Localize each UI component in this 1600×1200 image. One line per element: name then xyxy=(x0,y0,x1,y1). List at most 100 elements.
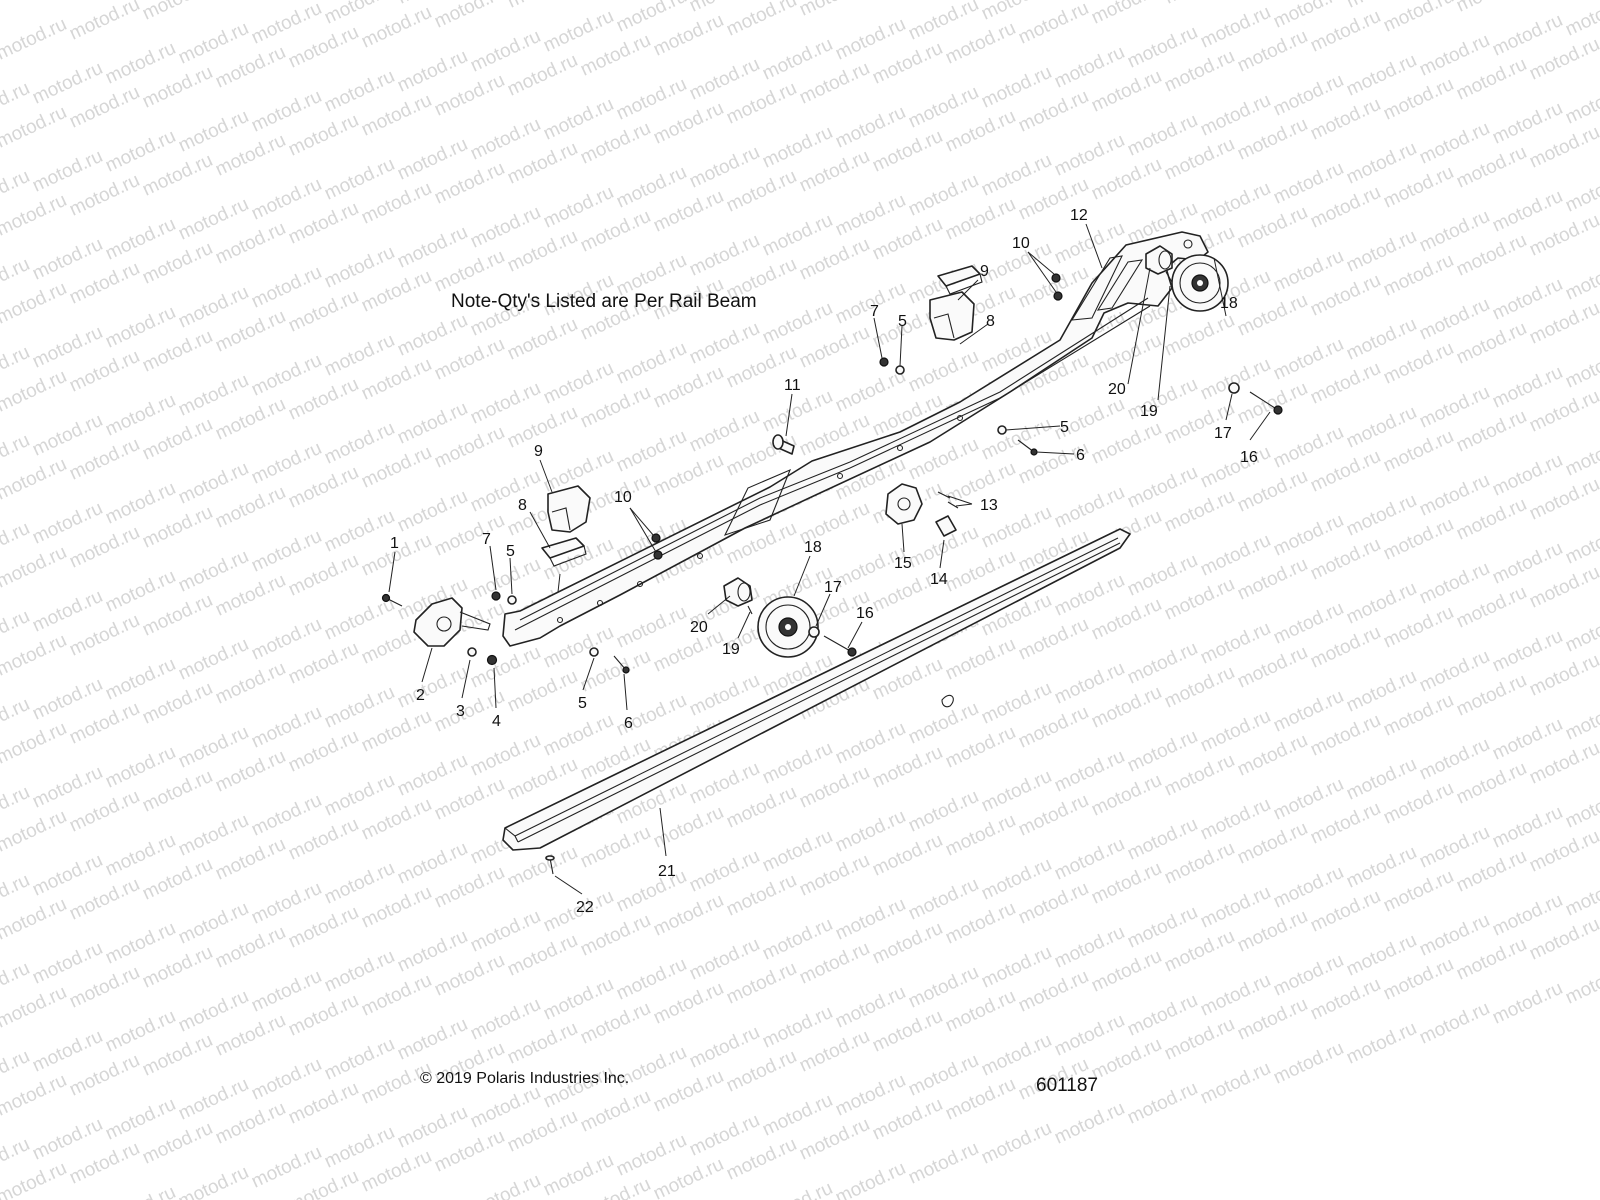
watermark-tile: motod.ru xyxy=(0,630,70,681)
callout-labels: 1 2 3 4 5 5 5 5 6 6 7 7 8 8 9 9 10 10 11… xyxy=(390,207,1258,916)
callout-11: 11 xyxy=(784,377,801,394)
watermark-tile: motod.ru xyxy=(1562,254,1600,305)
watermark-tile: motod.ru xyxy=(1270,1038,1347,1089)
watermark-tile: motod.ru xyxy=(1051,1098,1128,1149)
callout-1: 1 xyxy=(390,535,399,552)
watermark-tile: motod.ru xyxy=(0,894,70,945)
nut-4[interactable] xyxy=(486,654,498,666)
bolt-16a[interactable] xyxy=(823,635,857,657)
idler-wheel-rear[interactable] xyxy=(1171,254,1229,312)
slide-adapter-front[interactable] xyxy=(541,537,587,567)
callout-16b: 16 xyxy=(1240,449,1258,466)
watermark-tile: motod.ru xyxy=(139,0,216,25)
nut-7a[interactable] xyxy=(491,591,501,601)
washer-3[interactable] xyxy=(467,647,477,657)
watermark-tile: motod.ru xyxy=(504,0,581,13)
watermark-tile: motod.ru xyxy=(1343,1018,1420,1069)
nut-10b[interactable] xyxy=(1051,273,1063,301)
callout-20a: 20 xyxy=(690,619,708,636)
watermark-tile: motod.ru xyxy=(1124,1078,1201,1129)
callout-13: 13 xyxy=(980,497,998,514)
callout-8a: 8 xyxy=(518,497,527,514)
nut-7b[interactable] xyxy=(879,357,889,367)
callout-18b: 18 xyxy=(1220,295,1238,312)
watermark-tile: motod.ru xyxy=(0,718,70,769)
pin-13[interactable] xyxy=(937,491,959,509)
watermark-tile: motod.ru xyxy=(1562,870,1600,921)
watermark-tile: motod.ru xyxy=(0,1070,70,1121)
washer-5d[interactable] xyxy=(997,425,1007,435)
bolt-16b[interactable] xyxy=(1249,391,1283,415)
callout-17a: 17 xyxy=(824,579,842,596)
rivet-22[interactable] xyxy=(545,855,555,875)
callout-15: 15 xyxy=(894,555,912,572)
watermark-tile: motod.ru xyxy=(175,1162,252,1200)
watermark-tile: motod.ru xyxy=(796,0,873,21)
watermark-tile: motod.ru xyxy=(30,0,107,1)
callout-10b: 10 xyxy=(1012,235,1030,252)
watermark-tile: motod.ru xyxy=(1562,518,1600,569)
slide-rail[interactable] xyxy=(502,528,1131,851)
callout-16a: 16 xyxy=(856,605,874,622)
watermark-tile: motod.ru xyxy=(1562,694,1600,745)
washer-5a[interactable] xyxy=(507,595,517,605)
callout-12: 12 xyxy=(1070,207,1088,224)
callout-2: 2 xyxy=(416,687,425,704)
callout-5a: 5 xyxy=(506,543,515,560)
callout-18a: 18 xyxy=(804,539,822,556)
callout-7a: 7 xyxy=(482,531,491,548)
watermark-tile: motod.ru xyxy=(0,454,70,505)
idler-wheel-front[interactable] xyxy=(757,596,819,658)
watermark-tile: motod.ru xyxy=(0,982,70,1033)
bolt-6a[interactable] xyxy=(613,655,630,674)
watermark-tile: motod.ru xyxy=(0,102,70,153)
watermark-tile: motod.ru xyxy=(1562,166,1600,217)
watermark-tile: motod.ru xyxy=(1197,1058,1274,1109)
watermark-tile: motod.ru xyxy=(978,1118,1055,1169)
washer-17a[interactable] xyxy=(808,626,820,638)
callout-5d: 5 xyxy=(1060,419,1069,436)
callout-20b: 20 xyxy=(1108,381,1126,398)
watermark-tile: motod.ru xyxy=(723,0,800,41)
watermark-tile: motod.ru xyxy=(102,1182,179,1200)
washer-5c[interactable] xyxy=(895,365,905,375)
center-wheel-assembly[interactable] xyxy=(885,483,923,525)
watermark-tile: motod.ru xyxy=(1015,0,1092,49)
watermark-tile: motod.ru xyxy=(1562,958,1600,1009)
bolt-11[interactable] xyxy=(772,434,795,455)
watermark-tile: motod.ru xyxy=(0,806,70,857)
pin[interactable] xyxy=(935,515,957,537)
wear-block-rear[interactable] xyxy=(929,291,975,341)
watermark-tile: motod.ru xyxy=(1562,430,1600,481)
watermark-tile: motod.ru xyxy=(0,14,70,65)
wear-block-front[interactable] xyxy=(547,485,591,533)
callout-19a: 19 xyxy=(722,641,740,658)
spacer-front[interactable] xyxy=(723,577,753,607)
front-cap[interactable] xyxy=(413,597,491,647)
washer-5b[interactable] xyxy=(589,647,599,657)
bolt-19a[interactable] xyxy=(747,605,753,615)
spacer-rear[interactable] xyxy=(1145,245,1173,275)
bolt-1[interactable] xyxy=(381,593,403,607)
watermark-tile: motod.ru xyxy=(1380,0,1457,37)
watermark-tile: motod.ru xyxy=(1562,342,1600,393)
watermark-tile: motod.ru xyxy=(1453,0,1530,17)
leader-lines xyxy=(388,223,1271,895)
washer-17b[interactable] xyxy=(1228,382,1240,394)
rail-clip[interactable] xyxy=(941,694,954,708)
watermark-tile: motod.ru xyxy=(0,366,70,417)
bolt-19b[interactable] xyxy=(1165,271,1173,283)
callout-21: 21 xyxy=(658,863,676,880)
watermark-tile: motod.ru xyxy=(759,1178,836,1200)
watermark-tile: motod.ru xyxy=(1489,978,1566,1029)
callout-6a: 6 xyxy=(624,715,633,732)
nut-10a[interactable] xyxy=(651,533,663,560)
callout-4: 4 xyxy=(492,713,501,730)
callout-9a: 9 xyxy=(534,443,543,460)
watermark-tile: motod.ru xyxy=(0,542,70,593)
watermark-tile: motod.ru xyxy=(1562,78,1600,129)
watermark-tile: motod.ru xyxy=(1562,782,1600,833)
watermark-tile: motod.ru xyxy=(0,0,34,21)
slide-adapter-rear[interactable] xyxy=(937,265,983,295)
